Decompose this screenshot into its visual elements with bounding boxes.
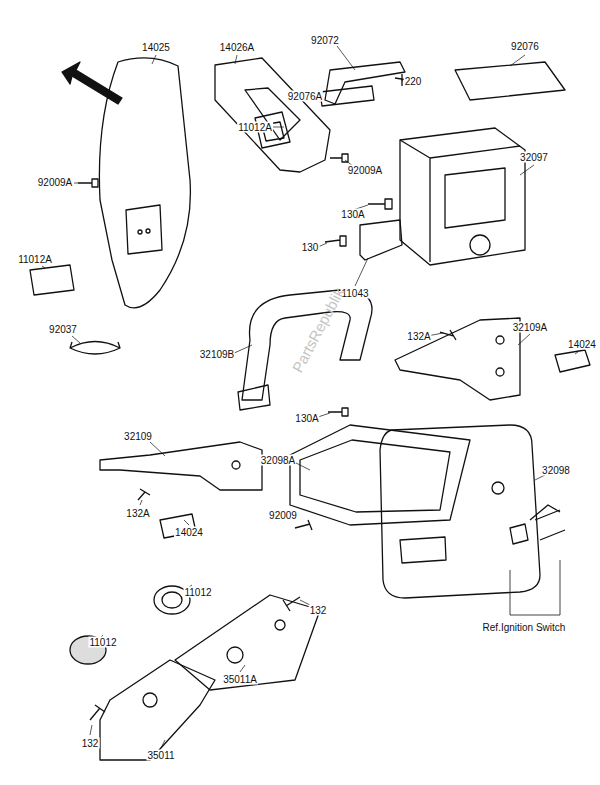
callout-number: 130: [301, 242, 320, 253]
callout-number: 11012A: [237, 122, 273, 133]
callout-number: 130A: [340, 209, 365, 220]
callout-number: 92009A: [37, 177, 73, 188]
callout-number: 92076: [510, 41, 540, 52]
callout-number: 92009A: [347, 165, 383, 176]
callout-number: 92009: [268, 510, 298, 521]
callout-number: 32109B: [199, 349, 235, 360]
callout-number: 92072: [310, 35, 340, 46]
callout-number: 35011A: [222, 674, 258, 685]
callout-number: 32109: [123, 431, 153, 442]
callout-number: 32098: [541, 465, 571, 476]
callout-number: 35011: [146, 750, 175, 761]
callout-number: 14026A: [219, 42, 255, 53]
callout-number: 32109A: [512, 322, 548, 333]
callout-number: 92076A: [287, 91, 323, 102]
callout-number: 14025: [141, 42, 171, 53]
callout-number: 132: [309, 605, 328, 616]
callout-number: 11012: [88, 637, 117, 648]
callout-number: 32097: [519, 152, 549, 163]
callout-number: 32098A: [260, 455, 296, 466]
callout-number: 11012A: [17, 254, 53, 265]
reference-note: Ref.Ignition Switch: [482, 622, 567, 633]
callout-number: 132: [81, 738, 100, 749]
callout-number: 11012: [183, 587, 212, 598]
callout-number: 132A: [125, 508, 150, 519]
callout-number: 132A: [406, 331, 431, 342]
watermark: PartsRepublik: [289, 285, 348, 375]
callout-number: 130A: [294, 413, 319, 424]
callout-number: 92037: [48, 324, 78, 335]
callout-number: 14024: [174, 527, 204, 538]
callout-number: 220: [404, 76, 423, 87]
callout-number: 14024: [567, 339, 597, 350]
